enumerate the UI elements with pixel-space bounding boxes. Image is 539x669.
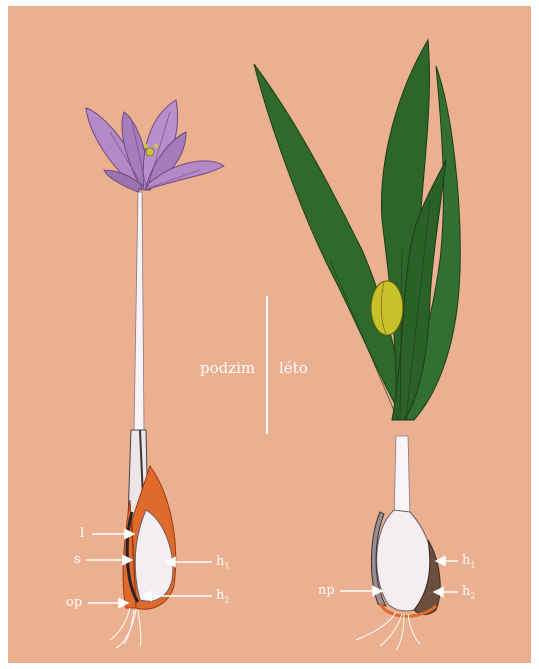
label-np: np bbox=[318, 584, 335, 597]
label-h2-right: h2 bbox=[462, 585, 475, 601]
label-h1-right: h1 bbox=[462, 554, 475, 570]
season-label-summer: léto bbox=[279, 359, 308, 377]
label-h1-left: h1 bbox=[216, 555, 229, 571]
label-s: s bbox=[74, 553, 81, 566]
label-op: op bbox=[66, 596, 82, 609]
season-label-autumn: podzim bbox=[200, 359, 255, 377]
label-l: l bbox=[80, 527, 84, 540]
label-h2-left: h2 bbox=[216, 589, 229, 605]
